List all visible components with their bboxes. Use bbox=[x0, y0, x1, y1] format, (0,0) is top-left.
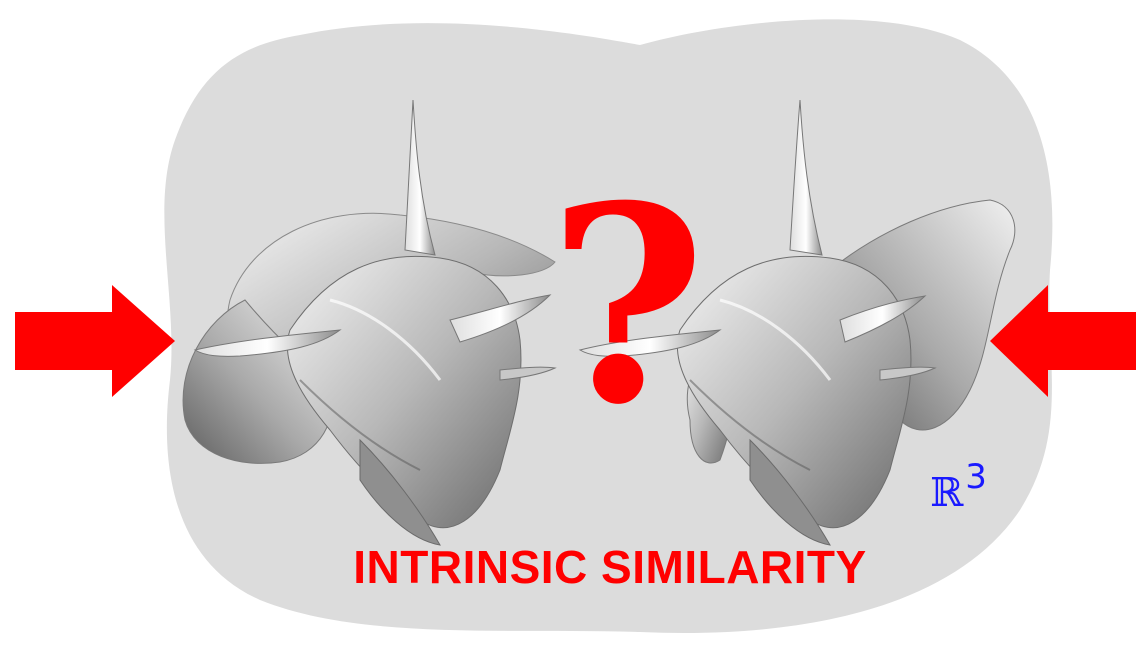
space-label-r3: ℝ3 bbox=[930, 457, 987, 516]
right-pointing-arrow-icon bbox=[15, 285, 175, 397]
caption-intrinsic-similarity: INTRINSIC SIMILARITY bbox=[353, 541, 867, 593]
question-mark: ? bbox=[548, 146, 707, 464]
right-3d-shape bbox=[578, 99, 1016, 546]
left-3d-shape bbox=[182, 99, 557, 546]
space-label-base: ℝ bbox=[930, 470, 964, 516]
space-label-exponent: 3 bbox=[965, 457, 987, 497]
left-pointing-arrow-icon bbox=[990, 285, 1136, 397]
